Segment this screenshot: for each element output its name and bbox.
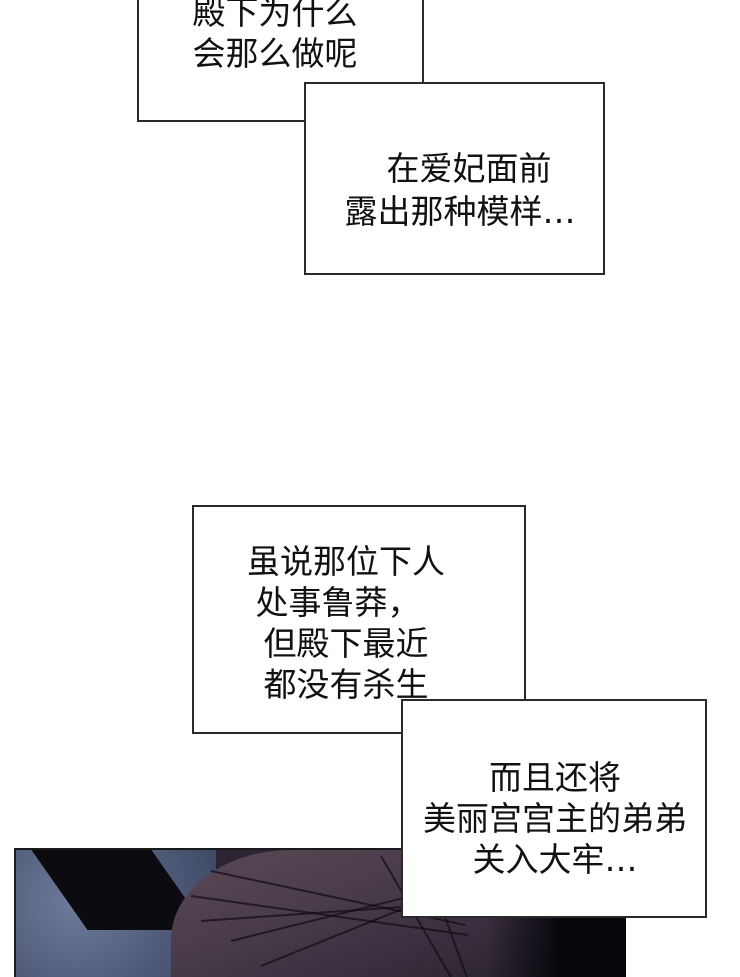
text-line: 而且还将 [489,758,621,797]
text-line: 殿下为什么 [192,0,358,32]
bubble-2-top-box [192,505,526,734]
text-line: 都没有杀生 [263,665,429,704]
text-line: 但殿下最近 [263,624,429,663]
text-line: 美丽宫宫主的弟弟 [423,799,687,838]
text-line: 露出那种模样… [344,192,576,231]
bubble-1-join [306,84,422,120]
text-line: 关入大牢… [472,840,638,879]
bubble-2-join [403,701,524,732]
text-line: 虽说那位下人 [247,542,445,581]
bubble-1-top-text: 殿下为什么 会那么做呢 [170,0,380,74]
text-line: 处事鲁莽， [255,583,421,622]
bubble-1-bottom-text: 在爱妃面前 露出那种模样… [330,147,590,233]
bubble-2-bottom-box-front [401,699,707,918]
text-line: 在爱妃面前 [386,149,552,188]
bubble-2-bottom-text: 而且还将 美丽宫宫主的弟弟 关入大牢… [405,757,705,880]
text-line: 会那么做呢 [192,34,358,73]
bubble-2-top-text: 虽说那位下人 处事鲁莽， 但殿下最近 都没有杀生 [226,541,466,705]
